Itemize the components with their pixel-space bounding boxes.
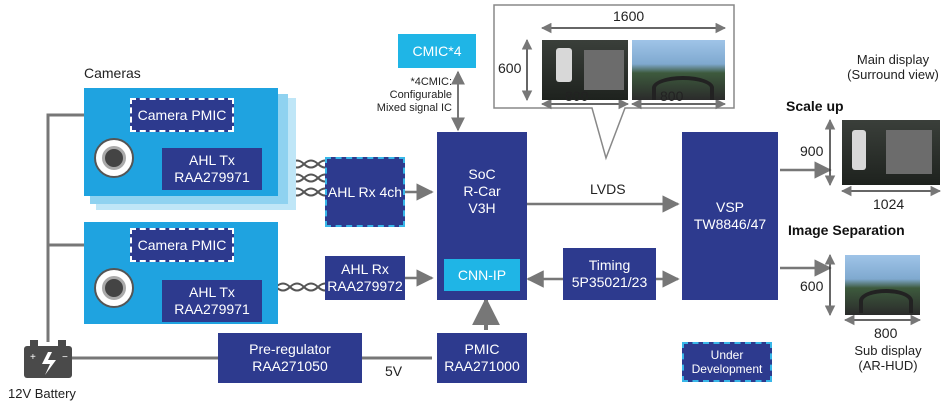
cnn-ip-block: CNN-IP	[444, 259, 520, 291]
front-view-image	[632, 40, 725, 100]
sub-display-image	[845, 255, 920, 315]
dim-900-label: 900	[800, 143, 824, 159]
ahl-rx: AHL Rx RAA279972	[325, 256, 405, 300]
dim-1600-label: 1600	[613, 8, 645, 24]
preregulator-block: Pre-regulator RAA271050	[218, 333, 362, 383]
lvds-label: LVDS	[590, 181, 626, 197]
ahl-rx-4ch: AHL Rx 4ch	[325, 157, 405, 227]
ahl-tx-top: AHL Tx RAA279971	[162, 148, 262, 190]
under-development-legend: Under Development	[682, 342, 772, 382]
dim-1024-label: 1024	[873, 196, 905, 212]
main-display-image	[842, 120, 940, 185]
battery-icon: + −	[24, 340, 72, 378]
surround-view-image	[542, 40, 628, 100]
camera-pmic-bottom: Camera PMIC	[130, 228, 234, 262]
cameras-title: Cameras	[84, 65, 141, 81]
pmic-block: PMIC RAA271000	[437, 333, 527, 383]
scale-up-label: Scale up	[786, 98, 844, 114]
sub-display-label: Sub display (AR-HUD)	[854, 343, 922, 373]
svg-text:−: −	[62, 352, 68, 363]
ahl-tx-bottom: AHL Tx RAA279971	[162, 280, 262, 322]
main-display-label: Main display (Surround view)	[847, 52, 939, 82]
camera-lens-bottom-icon	[94, 268, 134, 308]
camera-pmic-top: Camera PMIC	[130, 98, 234, 132]
dim-800a-label: 800	[565, 88, 589, 104]
svg-text:+: +	[30, 352, 36, 363]
cmic-block: CMIC*4	[398, 34, 476, 68]
vsp-block: VSP TW8846/47	[682, 132, 778, 300]
image-separation-label: Image Separation	[788, 222, 905, 238]
camera-lens-top-icon	[94, 138, 134, 178]
dim-600b-label: 600	[800, 278, 824, 294]
battery-label: 12V Battery	[8, 386, 76, 401]
dim-600-label: 600	[498, 60, 522, 76]
five-v-label: 5V	[385, 363, 403, 379]
dim-800c-label: 800	[874, 325, 898, 341]
cmic-note: *4CMIC: Configurable Mixed signal IC	[376, 76, 452, 114]
dim-800b-label: 800	[660, 88, 684, 104]
timing-block: Timing 5P35021/23	[563, 248, 656, 300]
